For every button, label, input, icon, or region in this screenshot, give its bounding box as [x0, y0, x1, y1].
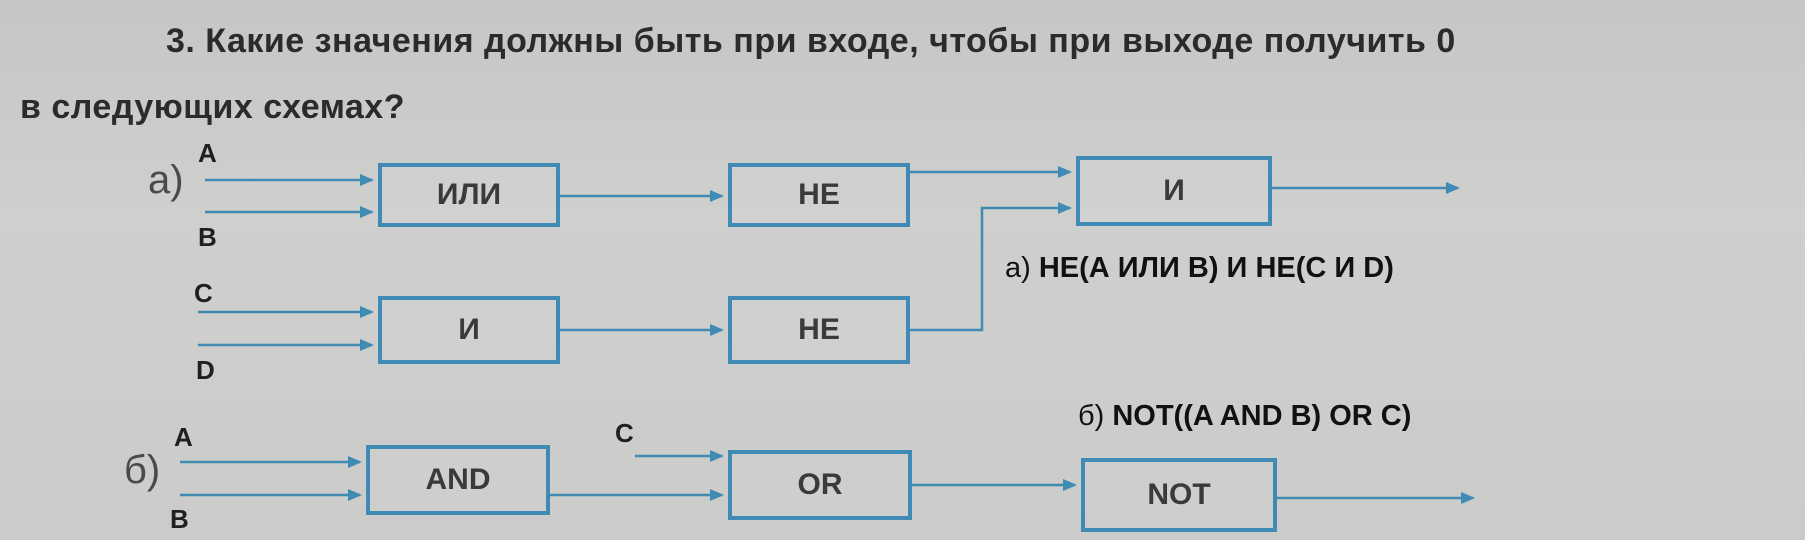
gate-not-1: НЕ — [728, 163, 910, 227]
gate-not-b-label: NOT — [1147, 478, 1211, 511]
gate-and-final-label: И — [1163, 174, 1185, 207]
answer-b-prefix: б) — [1078, 400, 1113, 432]
answer-a: а) НЕ(А ИЛИ В) И НЕ(С И D) — [1005, 252, 1394, 285]
input-label-a: A — [198, 138, 217, 168]
input-label-d: D — [196, 355, 215, 385]
answer-b: б) NOT((A AND B) OR C) — [1078, 400, 1411, 433]
input-label-b-b: B — [170, 504, 189, 534]
gate-and-2-label: И — [458, 313, 480, 346]
gate-or-b-label: OR — [797, 468, 843, 501]
part-label-a: а) — [148, 158, 184, 202]
answer-a-expression: НЕ(А ИЛИ В) И НЕ(С И D) — [1038, 252, 1394, 284]
part-label-b: б) — [124, 448, 161, 492]
answer-b-expression: NOT((A AND B) OR C) — [1112, 400, 1412, 432]
gate-not-2: НЕ — [728, 296, 910, 364]
question-line-2: в следующих схемах? — [20, 88, 405, 126]
input-label-b: B — [198, 222, 217, 252]
gate-or-label: ИЛИ — [436, 178, 502, 211]
gate-and-2: И — [378, 296, 560, 364]
gate-not-1-label: НЕ — [798, 178, 840, 211]
question-line-1: 3. Какие значения должны быть при входе,… — [166, 22, 1456, 60]
gate-and-b: AND — [366, 445, 550, 515]
gate-or-b: OR — [728, 450, 912, 520]
gate-or: ИЛИ — [378, 163, 560, 227]
wire-not2-to-and — [910, 202, 1072, 332]
answer-a-prefix: а) — [1005, 252, 1039, 284]
gate-not-2-label: НЕ — [798, 313, 840, 346]
gate-not-b: NOT — [1081, 458, 1277, 532]
input-label-b-c: C — [615, 418, 634, 448]
input-label-b-a: A — [174, 422, 193, 452]
gate-and-final: И — [1076, 156, 1272, 226]
gate-and-b-label: AND — [425, 463, 491, 496]
input-label-c: C — [194, 278, 213, 308]
